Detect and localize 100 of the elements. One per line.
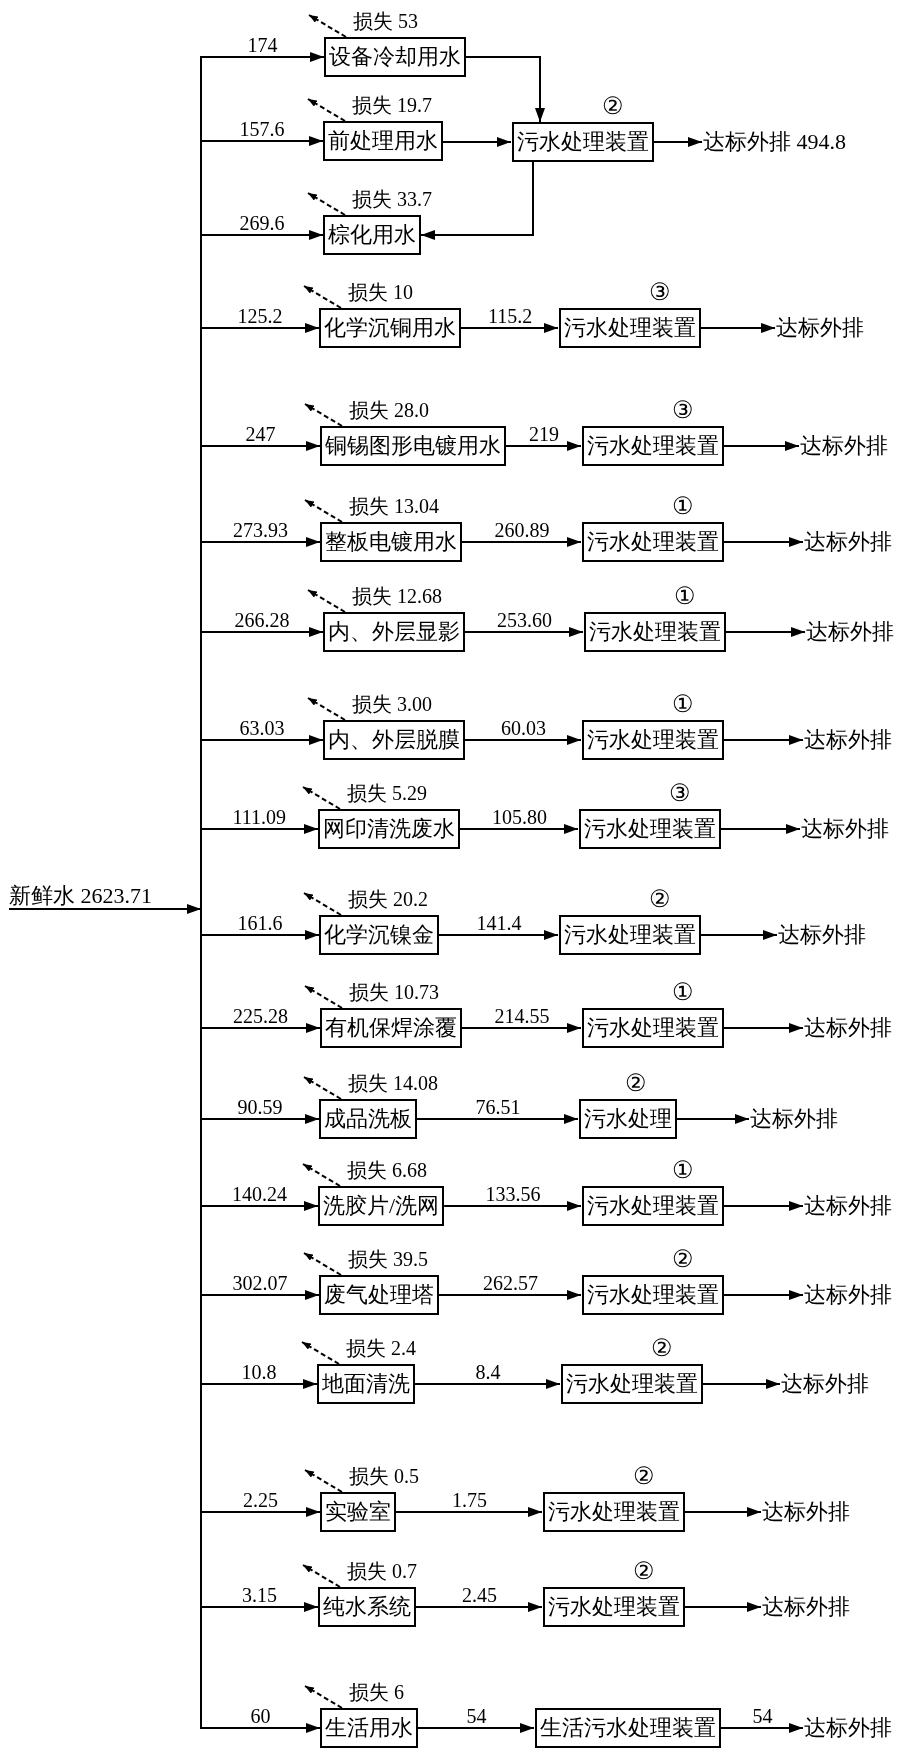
flow-arrow	[395, 1507, 543, 1517]
discharge-label: 达标外排	[762, 1499, 850, 1525]
treatment-box: 污水处理装置	[579, 809, 721, 849]
discharge-label: 达标外排	[804, 1015, 892, 1041]
flow-arrow	[464, 735, 582, 745]
flow-value: 63.03	[238, 718, 286, 738]
flow-arrow	[415, 1602, 543, 1612]
flow-value: 157.6	[238, 119, 286, 139]
treatment-box: 污水处理装置	[582, 720, 724, 760]
flow-value: 161.6	[236, 913, 284, 933]
treatment-box: 污水处理装置	[543, 1492, 685, 1532]
process-box: 洗胶片/洗网	[318, 1186, 445, 1226]
flow-arrow	[700, 930, 778, 940]
flow-arrow	[465, 56, 545, 123]
flow-arrow	[723, 1201, 804, 1211]
circled-number: ①	[672, 1157, 694, 1183]
discharge-label: 达标外排	[750, 1106, 838, 1132]
loss-arrow	[304, 403, 343, 427]
flow-value: 76.51	[474, 1097, 522, 1117]
treatment-box: 污水处理装置	[512, 122, 654, 162]
loss-arrow	[304, 985, 343, 1009]
flow-value: 302.07	[231, 1273, 289, 1293]
discharge-label: 达标外排	[781, 1371, 869, 1397]
source-label: 新鲜水 2623.71	[9, 883, 152, 909]
loss-arrow	[301, 1341, 340, 1365]
flow-value: 174	[246, 35, 279, 55]
process-box: 棕化用水	[323, 215, 421, 255]
flow-arrow	[723, 735, 804, 745]
loss-arrow	[302, 1163, 341, 1187]
flow-value: 262.57	[482, 1273, 539, 1293]
loss-arrow	[303, 1252, 342, 1276]
loss-label: 损失 12.68	[351, 586, 443, 606]
flow-arrow	[505, 441, 582, 451]
flow-arrow	[438, 930, 559, 940]
treatment-box: 污水处理装置	[559, 308, 701, 348]
flow-value: 1.75	[451, 1490, 488, 1510]
loss-label: 损失 10.73	[348, 982, 440, 1002]
flow-value: 111.09	[231, 807, 287, 827]
flow-value: 140.24	[231, 1184, 288, 1204]
circled-number: ②	[633, 1558, 655, 1584]
flow-value: 60	[249, 1706, 272, 1726]
loss-arrow	[304, 1685, 343, 1709]
flow-arrow	[420, 161, 534, 240]
flow-value: 133.56	[484, 1184, 542, 1204]
circled-number: ③	[669, 780, 691, 806]
process-box: 化学沉镍金	[319, 915, 439, 955]
discharge-label: 达标外排	[801, 816, 889, 842]
circled-number: ②	[625, 1070, 647, 1096]
flow-value: 2.45	[461, 1585, 498, 1605]
circled-number: ①	[672, 691, 694, 717]
flow-value: 3.15	[241, 1585, 278, 1605]
discharge-label: 达标外排	[778, 922, 866, 948]
loss-arrow	[303, 285, 342, 309]
flow-value: 214.55	[493, 1006, 551, 1026]
process-box: 化学沉铜用水	[319, 308, 461, 348]
circled-number: ①	[672, 493, 694, 519]
loss-label: 损失 3.00	[351, 694, 433, 714]
discharge-label: 达标外排	[800, 433, 888, 459]
loss-arrow	[308, 14, 347, 38]
flow-value: 225.28	[232, 1006, 289, 1026]
flow-value: 115.2	[487, 306, 534, 326]
circled-number: ①	[672, 979, 694, 1005]
process-box: 纯水系统	[318, 1587, 416, 1627]
treatment-box: 污水处理装置	[582, 1186, 724, 1226]
flow-arrow	[460, 323, 559, 333]
treatment-box: 生活污水处理装置	[535, 1708, 721, 1748]
loss-label: 损失 33.7	[351, 189, 433, 209]
flow-arrow	[443, 1201, 582, 1211]
flow-value: 253.60	[496, 610, 553, 630]
flow-value: 2.25	[242, 1490, 279, 1510]
process-box: 有机保焊涂覆	[320, 1008, 462, 1048]
flow-arrow	[723, 441, 800, 451]
loss-label: 损失 28.0	[348, 400, 430, 420]
loss-label: 损失 20.2	[347, 889, 429, 909]
circled-number: ③	[649, 279, 671, 305]
flow-arrow	[700, 323, 776, 333]
loss-arrow	[302, 786, 341, 810]
flow-value: 266.28	[233, 610, 291, 630]
flow-arrow	[676, 1114, 750, 1124]
loss-arrow	[307, 697, 346, 721]
process-box: 成品洗板	[319, 1099, 417, 1139]
flow-arrow	[653, 137, 703, 147]
flow-value: 269.6	[238, 213, 286, 233]
process-box: 内、外层显影	[323, 612, 465, 652]
flow-arrow	[723, 1023, 804, 1033]
flow-arrow	[464, 627, 584, 637]
flow-value: 219	[528, 424, 560, 444]
flow-value: 60.03	[500, 718, 547, 738]
flow-value: 90.59	[236, 1097, 284, 1117]
process-box: 设备冷却用水	[324, 37, 466, 77]
loss-label: 损失 6	[348, 1682, 405, 1702]
loss-arrow	[303, 892, 342, 916]
treatment-box: 污水处理装置	[561, 1364, 703, 1404]
loss-label: 损失 53	[352, 11, 419, 31]
discharge-label: 达标外排 494.8	[703, 129, 846, 155]
loss-label: 损失 14.08	[347, 1073, 439, 1093]
treatment-box: 污水处理装置	[582, 426, 724, 466]
loss-arrow	[304, 1469, 343, 1493]
loss-arrow	[307, 98, 346, 122]
process-box: 铜锡图形电镀用水	[320, 426, 506, 466]
